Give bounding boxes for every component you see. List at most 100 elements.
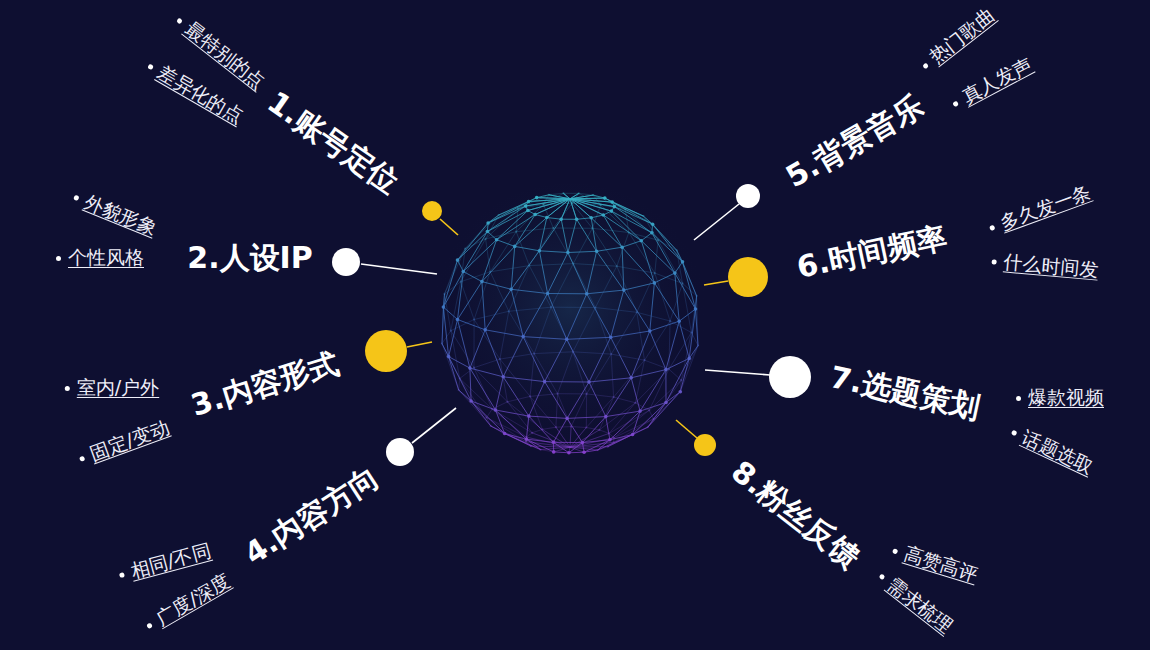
sub-point: 爆款视频 <box>1028 385 1104 411</box>
mesh-node <box>616 265 618 267</box>
mesh-line <box>570 447 584 452</box>
mesh-line <box>551 307 595 308</box>
mesh-node <box>565 338 569 342</box>
mesh-node <box>442 305 446 309</box>
mesh-line <box>558 393 587 394</box>
mesh-node <box>589 216 593 220</box>
mesh-line <box>530 396 556 427</box>
mesh-node <box>456 258 460 262</box>
mesh-line <box>691 333 698 346</box>
marker-dot <box>365 330 407 372</box>
mesh-line <box>570 447 584 452</box>
mesh-node <box>582 450 586 454</box>
mesh-node <box>483 328 487 332</box>
mesh-node <box>597 449 599 451</box>
mesh-node <box>572 263 574 265</box>
mesh-line <box>511 289 523 336</box>
mesh-line <box>500 354 534 360</box>
mesh-node <box>513 245 517 249</box>
mesh-line <box>658 240 682 283</box>
mesh-line <box>539 251 568 253</box>
mesh-node <box>552 441 556 445</box>
mesh-line <box>487 409 493 417</box>
mesh-line <box>470 330 485 368</box>
mesh-node <box>694 307 698 311</box>
mesh-node <box>515 231 517 233</box>
mesh-line <box>595 308 611 355</box>
mesh-node <box>610 353 612 355</box>
label-group: 7.选题策划 <box>826 357 983 429</box>
marker-dot <box>386 438 414 466</box>
mesh-line <box>572 203 592 228</box>
mesh-line <box>530 396 542 429</box>
mesh-node <box>546 292 550 296</box>
mesh-line <box>516 232 529 266</box>
bullet-dot <box>56 256 61 261</box>
mesh-line <box>617 266 637 312</box>
mesh-node <box>566 251 570 255</box>
mesh-line <box>592 205 600 228</box>
mesh-line <box>526 439 553 452</box>
mesh-node <box>642 215 644 217</box>
mesh-line <box>631 370 666 378</box>
mesh-line <box>503 377 529 416</box>
mesh-line <box>625 209 643 216</box>
mesh-line <box>551 307 573 352</box>
mesh-node <box>679 390 683 394</box>
mesh-line <box>451 331 474 368</box>
mesh-node <box>468 366 472 370</box>
sub-point: 外貌形象 <box>80 189 160 242</box>
mesh-line <box>451 282 461 331</box>
mesh-node <box>647 426 649 428</box>
mesh-line <box>587 251 597 293</box>
mesh-line <box>460 368 474 379</box>
leader-lines <box>361 204 770 443</box>
mesh-line <box>573 352 587 394</box>
sub-point: 需求梳理 <box>882 572 958 639</box>
mesh-line <box>611 312 637 354</box>
marker-dot <box>769 356 811 398</box>
bullet-dot <box>147 63 154 70</box>
mesh-line <box>683 262 697 296</box>
mesh-node <box>638 409 642 413</box>
mesh-node <box>668 368 670 370</box>
mesh-node <box>697 344 699 346</box>
mesh-node <box>552 450 556 454</box>
mesh-node <box>650 231 654 235</box>
mesh-line <box>572 203 601 205</box>
mesh-line <box>490 272 509 312</box>
mesh-node <box>552 227 554 229</box>
mesh-line <box>545 339 567 381</box>
label-group: 4.内容方向 <box>237 457 387 574</box>
mesh-line <box>485 289 511 330</box>
mesh-node <box>462 270 466 274</box>
mesh-line <box>650 331 666 370</box>
mesh-node <box>506 401 508 403</box>
mesh-node <box>565 417 569 421</box>
mesh-node <box>680 379 682 381</box>
mesh-line <box>649 410 653 419</box>
mesh-line <box>490 266 529 272</box>
mesh-node <box>613 396 615 398</box>
mesh-line <box>523 337 567 340</box>
mesh-line <box>509 266 530 312</box>
mesh-node <box>572 351 574 353</box>
mesh-line <box>474 359 500 368</box>
mesh-line <box>587 290 624 294</box>
mesh-node <box>521 335 525 339</box>
mesh-line <box>442 331 451 344</box>
mesh-node <box>456 318 460 322</box>
mesh-node <box>585 426 587 428</box>
mesh-line <box>542 429 570 447</box>
mesh-node <box>555 426 557 428</box>
bullet-dot <box>73 194 80 201</box>
mesh-node <box>602 213 606 217</box>
sub-point: 个性风格 <box>68 245 144 271</box>
mesh-node <box>459 377 461 379</box>
bullet-dot <box>1016 396 1021 401</box>
mesh-node <box>636 311 638 313</box>
mesh-line <box>586 397 613 427</box>
mesh-node <box>581 441 585 445</box>
mesh-node <box>571 202 573 204</box>
